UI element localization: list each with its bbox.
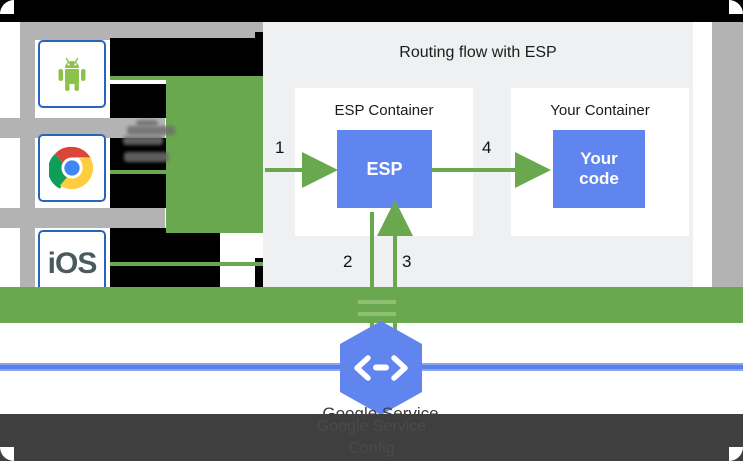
green-band-accent-1 — [358, 300, 396, 304]
green-band-wide — [0, 287, 743, 323]
chrome-icon — [49, 146, 94, 190]
google-service-hexagon — [338, 320, 424, 416]
corner-top-left — [0, 0, 14, 14]
overlay-text-line-1: Google Service — [316, 418, 427, 435]
bottom-dark-overlay: Google Service Config — [0, 414, 743, 461]
green-band-accent-2 — [358, 312, 396, 316]
redacted-text-4 — [136, 120, 158, 126]
esp-box-label: ESP — [366, 158, 403, 179]
green-flow-block — [166, 78, 266, 233]
grey-band-middle — [0, 118, 165, 138]
esp-container-label: ESP Container — [334, 102, 434, 119]
your-code-box: Your code — [553, 130, 645, 208]
your-container-label: Your Container — [550, 102, 650, 119]
grey-band-top — [20, 22, 270, 40]
your-code-label-line1: Your — [580, 149, 618, 169]
redacted-text-1 — [127, 126, 175, 135]
top-right-grey-sliver — [255, 22, 265, 32]
code-brackets-hexagon-icon — [340, 321, 422, 415]
grey-band-lower — [0, 208, 165, 228]
occlusion-block-7 — [255, 258, 265, 292]
ios-label: iOS — [47, 247, 98, 280]
android-icon — [58, 57, 86, 91]
diagram-panel: Routing flow with ESP ESP Container ESP … — [263, 22, 693, 290]
occlusion-block-6 — [255, 22, 265, 84]
connector-line-chrome — [110, 170, 270, 174]
esp-box: ESP — [337, 130, 432, 208]
occlusion-block-1 — [110, 38, 275, 80]
step-number-1: 1 — [275, 138, 285, 157]
overlay-text-line-2: Config — [348, 440, 395, 457]
step-number-4: 4 — [482, 138, 492, 157]
grey-band-left-rail — [20, 22, 35, 292]
client-card-android[interactable] — [38, 40, 106, 108]
client-card-ios[interactable]: iOS — [38, 230, 106, 298]
step-number-2: 2 — [343, 252, 353, 271]
redacted-text-3 — [124, 152, 169, 162]
diagram-title: Routing flow with ESP — [399, 44, 557, 61]
right-grey-panel — [712, 22, 743, 290]
step-number-3: 3 — [402, 252, 412, 271]
connector-line-android — [110, 76, 270, 80]
connector-line-ios — [110, 262, 270, 266]
top-black-bar — [0, 0, 743, 22]
client-card-chrome[interactable] — [38, 134, 106, 202]
occlusion-block-4 — [110, 228, 220, 290]
redacted-text-2 — [123, 136, 163, 145]
your-code-label-line2: code — [579, 169, 619, 188]
